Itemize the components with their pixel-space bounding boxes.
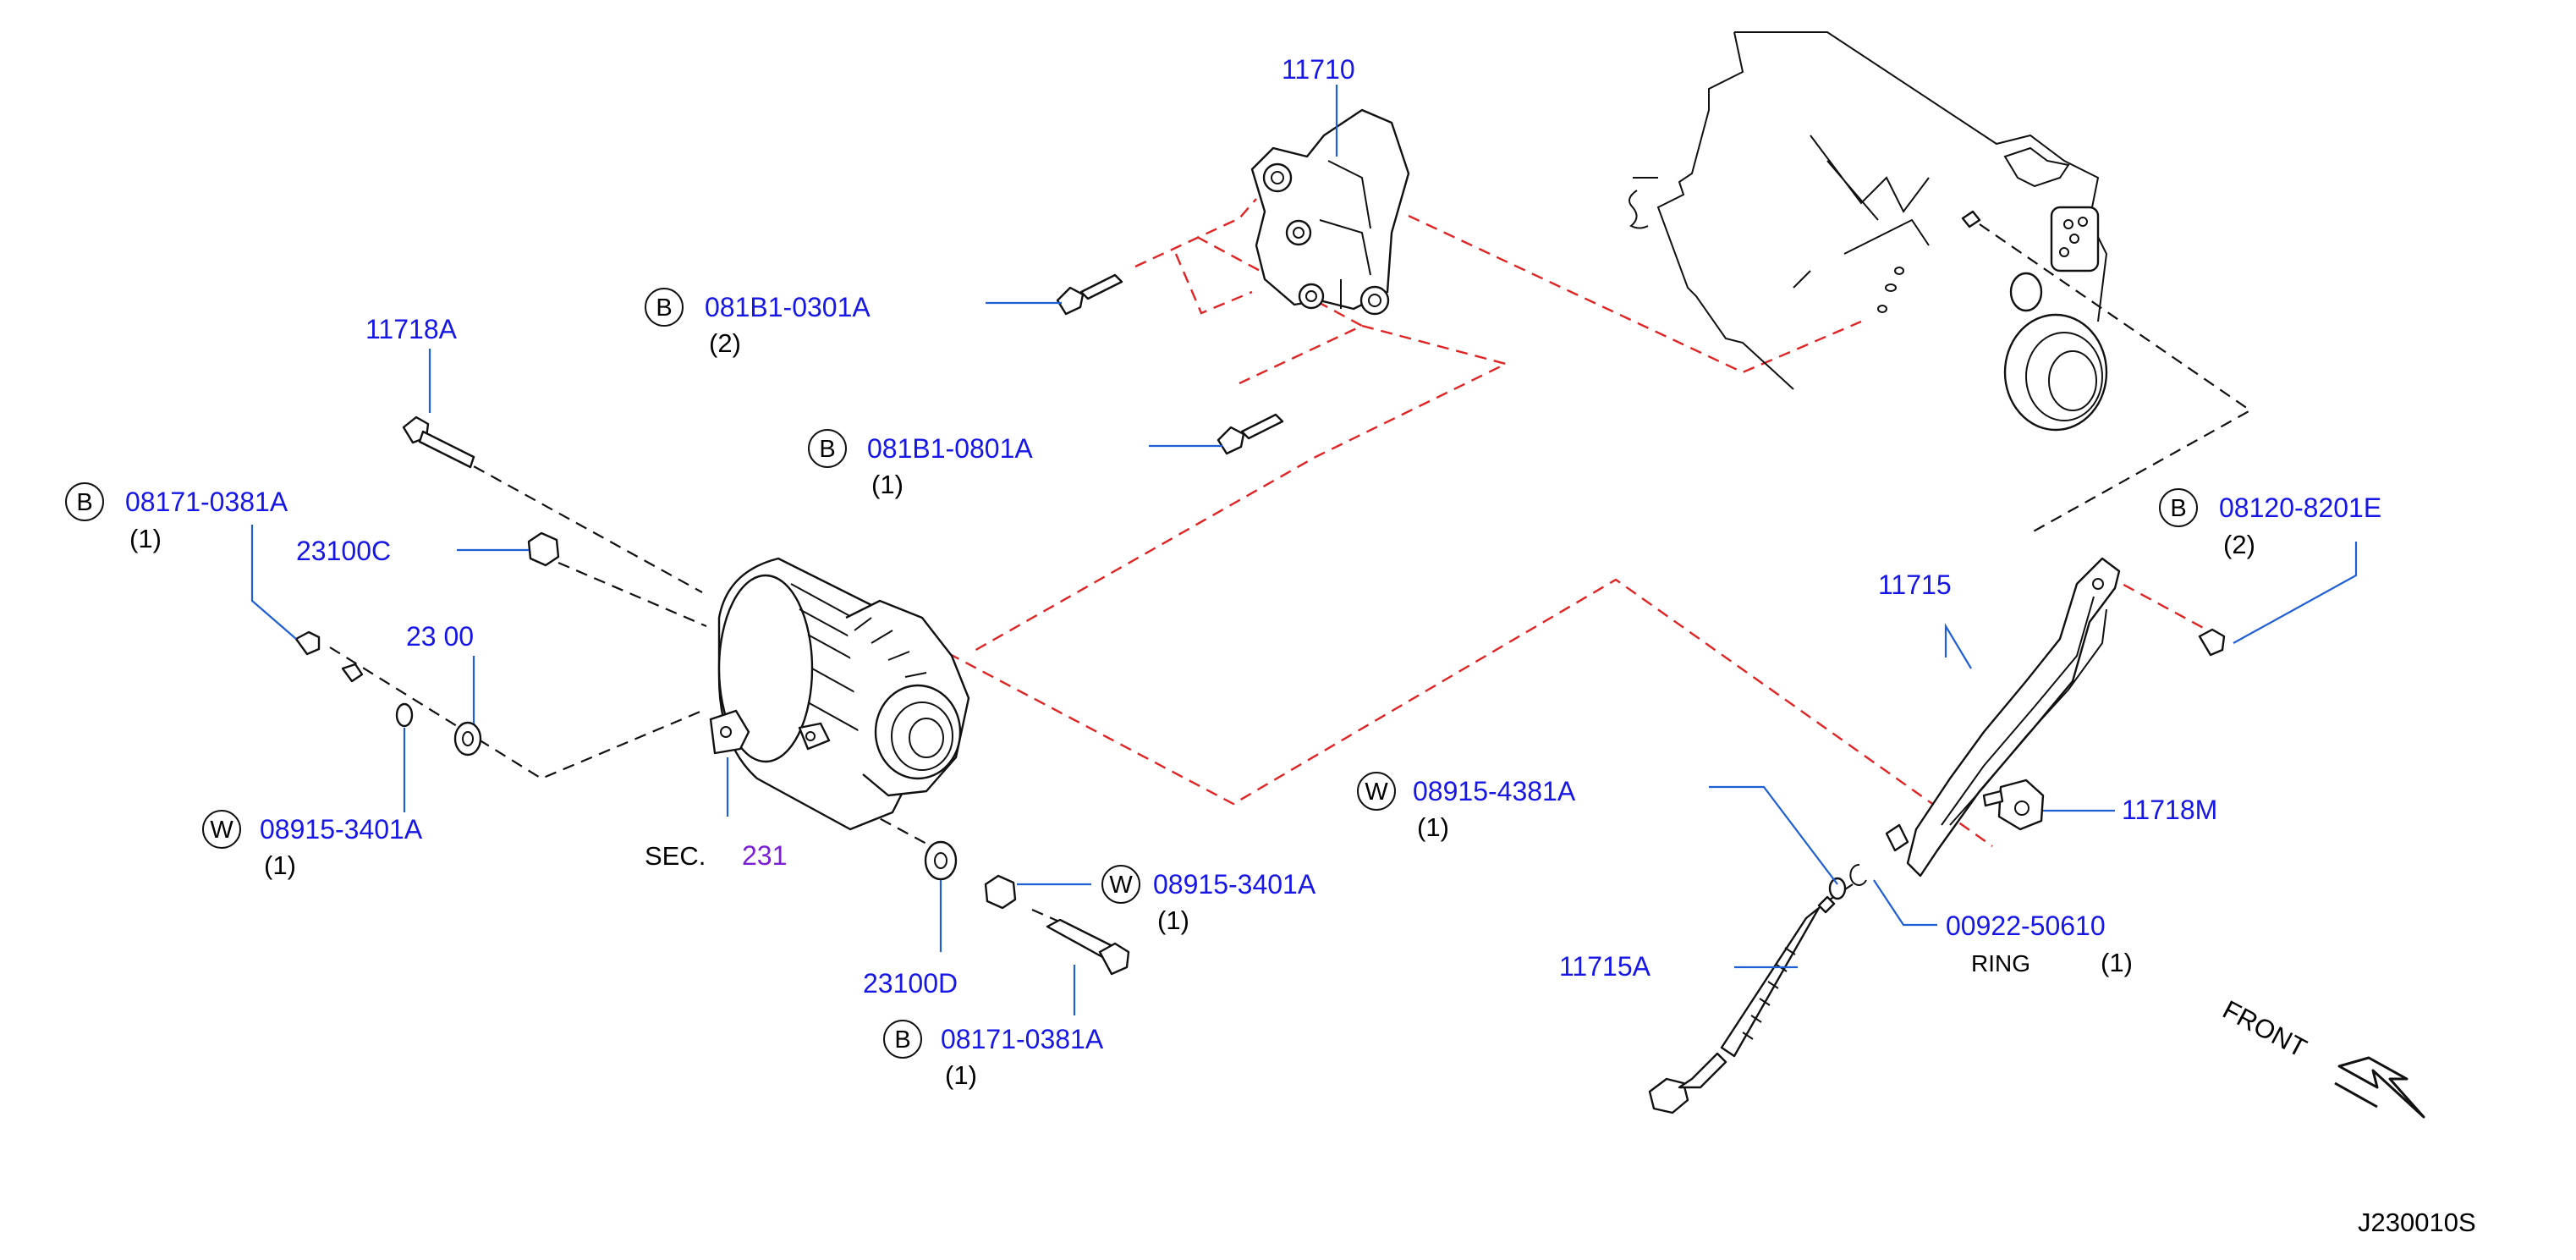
circle-b-08171-top xyxy=(65,482,104,521)
label-08915-3401a-left: 08915-3401A xyxy=(260,814,423,845)
label-sec-231[interactable]: 231 xyxy=(742,840,787,871)
letter-b-08120-8201e: B xyxy=(2170,495,2186,522)
diagram-code: J230010S xyxy=(2358,1208,2476,1237)
label-23100c: 23100C xyxy=(296,536,391,566)
adjusting-bolt-11715a xyxy=(1648,895,1836,1114)
bolt-08171-left xyxy=(294,630,364,683)
circle-b-081b1-0301a xyxy=(645,288,684,327)
qty-08915-4381a: (1) xyxy=(1417,812,1449,842)
washer-08915-4381a xyxy=(1828,877,1847,900)
label-23100d: 23100D xyxy=(863,968,958,999)
labels: 11710 B 081B1-0301A (2) B 081B1-0801A (1… xyxy=(65,54,2381,1090)
washer-23100d xyxy=(924,840,958,881)
bolt-08171-bottom xyxy=(1046,918,1130,976)
label-23100-partial: 23 00 xyxy=(406,621,474,652)
label-081b1-0801a: 081B1-0801A xyxy=(867,433,1033,464)
bolt-08120-8201e xyxy=(2198,628,2226,657)
circle-b-08120-8201e xyxy=(2159,488,2198,527)
circle-b-08171-bottom xyxy=(883,1020,922,1059)
nut-11718m xyxy=(1982,779,2045,831)
bolt-081b1-0301a xyxy=(1056,273,1123,316)
qty-ring: (1) xyxy=(2101,948,2133,977)
label-081b1-0301a: 081B1-0301A xyxy=(705,292,871,322)
alternator xyxy=(709,557,970,831)
letter-w-08915-left: W xyxy=(210,817,233,844)
front-arrow-icon xyxy=(2334,1056,2425,1119)
letter-b-081b1-0801a: B xyxy=(819,436,835,463)
letter-b-081b1-0301a: B xyxy=(656,294,672,322)
qty-08171-bottom: (1) xyxy=(945,1060,977,1090)
label-ring: RING xyxy=(1971,950,2030,977)
label-08915-3401a-mid: 08915-3401A xyxy=(1153,869,1316,900)
circle-w-08915-mid xyxy=(1101,865,1140,904)
nut-23100c xyxy=(527,531,560,567)
circle-w-08915-4381a xyxy=(1357,772,1396,811)
label-11710: 11710 xyxy=(1282,54,1355,85)
leader-lines xyxy=(250,85,2358,1015)
qty-08915-3401a-mid: (1) xyxy=(1157,905,1189,935)
engine-block xyxy=(1629,31,2108,432)
circle-b-081b1-0801a xyxy=(808,429,847,468)
front-indicator: FRONT xyxy=(2218,994,2425,1119)
washer-08915-3401a-mid xyxy=(984,874,1017,910)
washer-23100 xyxy=(453,721,482,757)
label-11715: 11715 xyxy=(1878,569,1952,600)
qty-08120-8201e: (2) xyxy=(2223,530,2255,559)
label-08171-bottom: 08171-0381A xyxy=(941,1024,1104,1054)
label-08171-top: 08171-0381A xyxy=(125,487,288,517)
qty-081b1-0801a: (1) xyxy=(871,470,904,499)
label-sec-prefix: SEC. xyxy=(645,841,706,871)
label-11718a: 11718A xyxy=(365,314,458,344)
bolt-11718a xyxy=(402,415,475,469)
letter-w-08915-4381a: W xyxy=(1365,779,1388,806)
letter-b-08171-top: B xyxy=(76,489,92,516)
circle-w-08915-left xyxy=(202,810,241,849)
label-08915-4381a: 08915-4381A xyxy=(1413,776,1576,806)
qty-08915-3401a-left: (1) xyxy=(264,850,296,880)
label-00922-50610: 00922-50610 xyxy=(1946,911,2106,941)
letter-b-08171-bottom: B xyxy=(894,1026,910,1054)
label-08120-8201e: 08120-8201E xyxy=(2219,492,2381,523)
qty-081b1-0301a: (2) xyxy=(709,328,741,358)
label-11715a: 11715A xyxy=(1559,951,1651,982)
letter-w-08915-mid: W xyxy=(1109,872,1133,899)
label-11718m: 11718M xyxy=(2122,795,2217,825)
small-parts xyxy=(294,273,2226,1114)
adjusting-bar-11715 xyxy=(1885,557,2121,878)
qty-08171-top: (1) xyxy=(129,524,162,553)
red-dash-assembly-lines xyxy=(896,198,2209,847)
bracket-11710 xyxy=(1250,108,1410,316)
black-dash-lines xyxy=(329,223,2253,941)
front-label: FRONT xyxy=(2218,994,2312,1063)
washer-08915-3401a-left xyxy=(395,702,414,728)
ring-00922-50610 xyxy=(1849,863,1867,886)
bolt-081b1-0801a xyxy=(1217,413,1284,455)
